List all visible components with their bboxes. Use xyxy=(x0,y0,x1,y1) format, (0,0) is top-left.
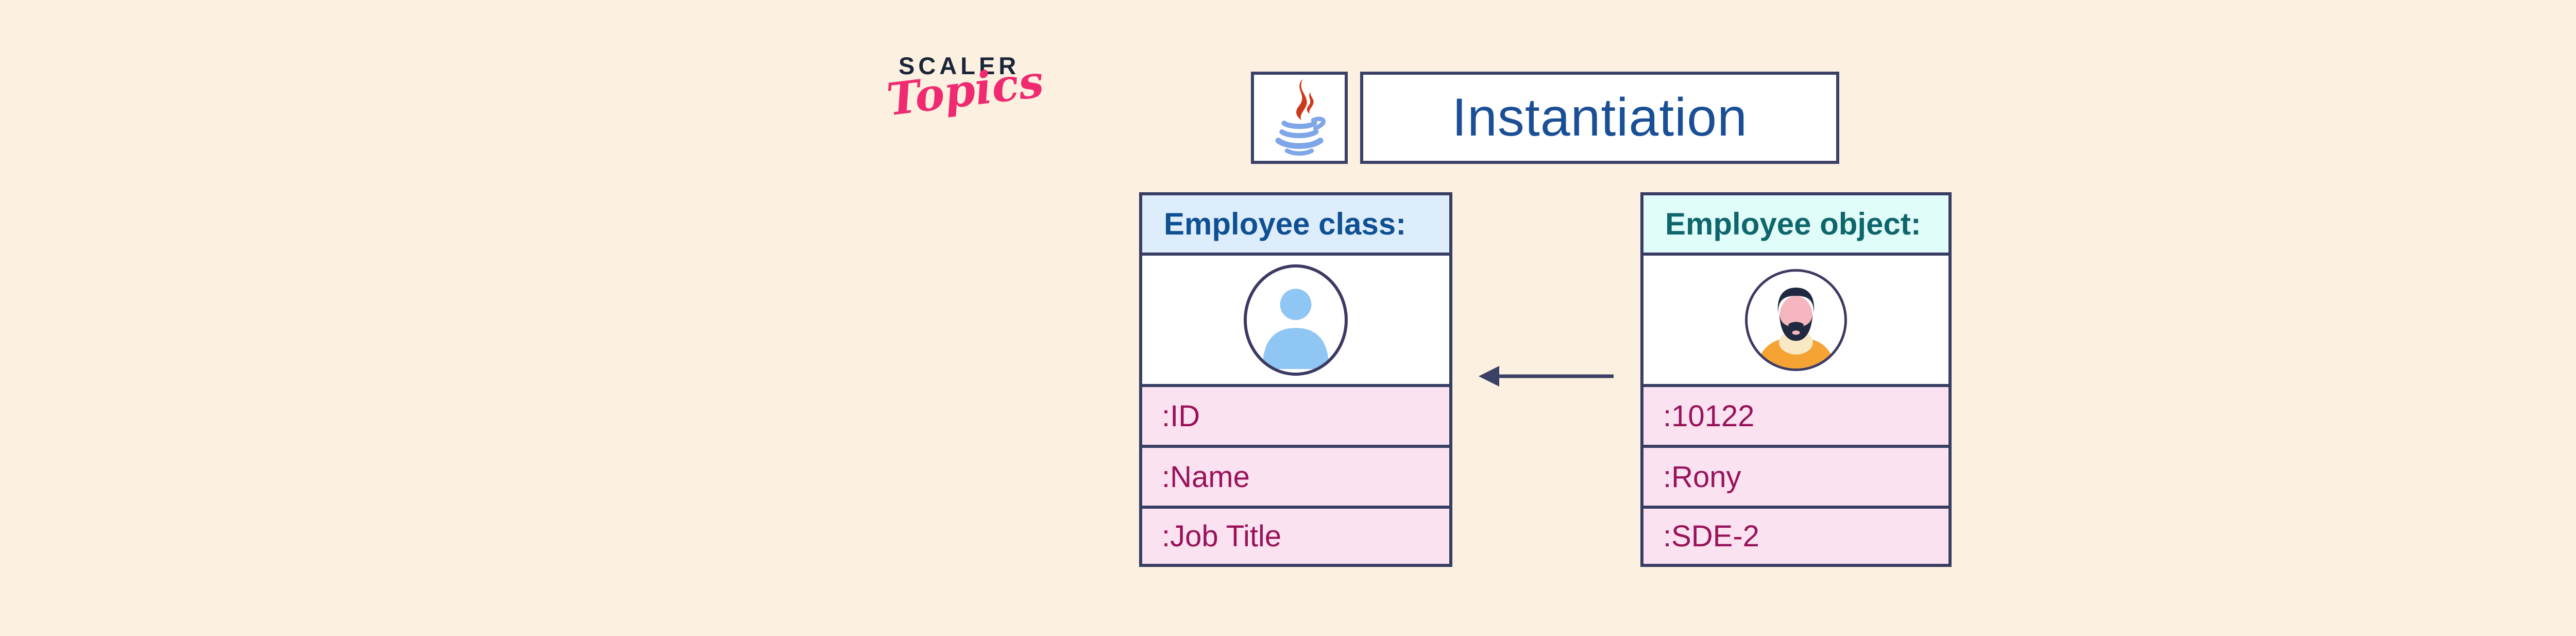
object-attr-jobtitle: :SDE-2 xyxy=(1663,520,1759,553)
object-icon-cell xyxy=(1643,253,1948,384)
table-row: :Job Title xyxy=(1142,506,1449,564)
man-avatar-icon xyxy=(1745,269,1847,371)
object-table-header: Employee object: xyxy=(1643,195,1948,253)
object-attr-id: :10122 xyxy=(1663,399,1755,433)
java-logo-box xyxy=(1251,72,1348,164)
table-row: :Name xyxy=(1142,445,1449,506)
table-row: :10122 xyxy=(1643,384,1948,445)
table-row: :Rony xyxy=(1643,445,1948,506)
page-title: Instantiation xyxy=(1452,88,1748,147)
class-attr-jobtitle: :Job Title xyxy=(1162,520,1282,553)
object-attr-name: :Rony xyxy=(1663,460,1741,494)
table-row: :SDE-2 xyxy=(1643,506,1948,564)
scaler-brand-text: SCALER xyxy=(899,52,1020,79)
table-row: :ID xyxy=(1142,384,1449,445)
class-table-header: Employee class: xyxy=(1142,195,1449,253)
class-attr-id: :ID xyxy=(1162,399,1200,433)
title-box: Instantiation xyxy=(1360,72,1839,164)
java-cup-icon xyxy=(1275,78,1326,156)
instantiation-arrow xyxy=(1477,362,1641,391)
left-arrow-icon xyxy=(1479,366,1614,387)
person-placeholder-icon xyxy=(1244,264,1348,376)
employee-object-table: Employee object: :10122 :Rony xyxy=(1640,192,1952,567)
employee-class-table: Employee class: :ID :Name :Job Title xyxy=(1139,192,1452,567)
class-icon-cell xyxy=(1142,253,1449,384)
class-attr-name: :Name xyxy=(1162,460,1250,494)
scaler-topics-logo: SCALER Topics xyxy=(884,52,1046,139)
